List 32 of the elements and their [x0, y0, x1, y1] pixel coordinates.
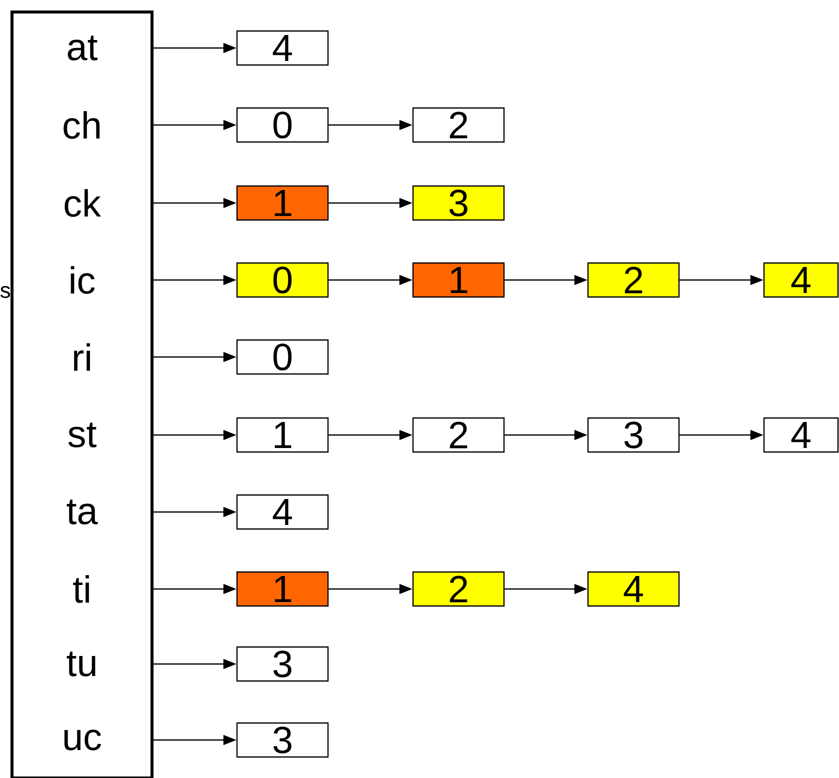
- key-label: ri: [74, 343, 90, 371]
- key-label: ti: [73, 575, 89, 603]
- key-label: ic: [70, 266, 95, 294]
- key-label: ch: [64, 111, 100, 139]
- value-box: 3: [587, 417, 680, 453]
- value-box: 2: [412, 107, 505, 143]
- value-box: 0: [236, 339, 329, 375]
- value-box: 2: [587, 262, 680, 298]
- value-box: 1: [412, 262, 505, 298]
- side-letter: s: [0, 286, 10, 298]
- value-box: 3: [412, 185, 505, 221]
- value-box: 4: [587, 571, 680, 607]
- key-label: st: [68, 422, 96, 448]
- key-label: uc: [64, 730, 101, 750]
- value-box: 1: [236, 571, 329, 607]
- key-label: ck: [64, 189, 101, 217]
- value-box: 4: [236, 494, 329, 530]
- value-box: 0: [236, 107, 329, 143]
- value-box: 4: [763, 417, 839, 453]
- value-box: 2: [412, 417, 505, 453]
- value-box: 0: [236, 262, 329, 298]
- value-box: 3: [236, 646, 329, 682]
- key-label: tu: [66, 652, 96, 676]
- value-box: 3: [236, 722, 329, 758]
- key-label: at: [68, 36, 98, 60]
- value-box: 1: [236, 185, 329, 221]
- key-column: [10, 10, 154, 778]
- value-box: 2: [412, 571, 505, 607]
- key-label: ta: [66, 500, 98, 524]
- value-box: 4: [236, 30, 329, 66]
- value-box: 1: [236, 417, 329, 453]
- value-box: 4: [763, 262, 839, 298]
